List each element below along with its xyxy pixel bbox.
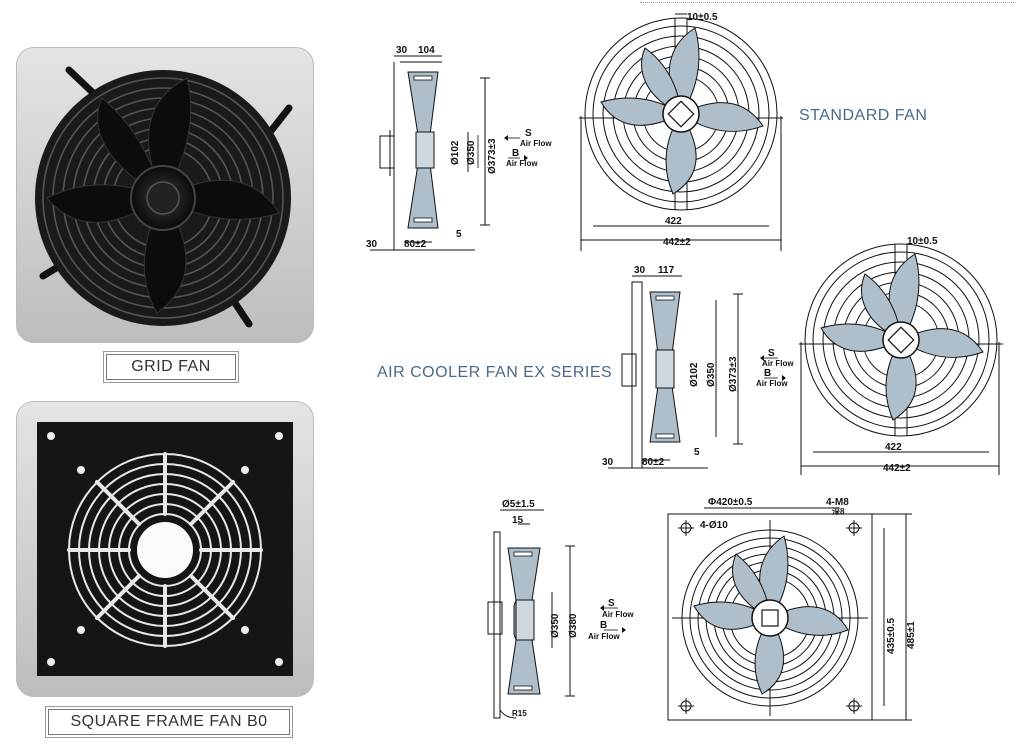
dim2-d350: Ø350 (706, 362, 717, 387)
dim3-d65: Ø5±1.5 (502, 499, 535, 510)
aircooler-front-blades (820, 253, 984, 421)
square-dim-d420: Φ420±0.5 (708, 497, 753, 508)
square-side-drawing: Ø5±1.5 15 Ø350 Ø380 S Air Flow B Air Flo… (487, 499, 634, 719)
square-fan-photo (16, 401, 314, 697)
airflow2-s: S (768, 348, 775, 359)
standard-fan-title: STANDARD FAN (799, 107, 928, 124)
square-fan-mount-holes (47, 432, 283, 666)
front1-dim-442: 442±2 (663, 237, 691, 248)
airflow-b: B (512, 148, 519, 159)
dim3-d350: Ø350 (550, 613, 561, 638)
square-front-mount-holes (678, 520, 862, 714)
dim2-80: 80±2 (642, 457, 665, 468)
grid-fan-illustration (35, 66, 293, 328)
square-fan-guard-spokes (67, 452, 263, 648)
square-dim-m8-depth: 深8 (832, 506, 845, 516)
standard-side-drawing: 30 104 Ø102 Ø350 Ø373±3 S Air Flow B Air… (366, 45, 552, 251)
dim-80: 80±2 (404, 239, 427, 250)
dim-104: 104 (418, 45, 435, 56)
airflow-s: S (525, 128, 532, 139)
dim-30-top: 30 (396, 45, 408, 56)
airflow-s-label: Air Flow (520, 139, 552, 148)
square-fan-caption: SQUARE FRAME FAN B0 (45, 706, 293, 738)
standard-front-drawing: 10±0.5 422 442±2 (579, 12, 783, 251)
front2-dim-442: 442±2 (883, 463, 911, 474)
airflow2-b-label: Air Flow (756, 379, 788, 388)
square-fan-illustration (37, 422, 293, 676)
aircooler-side-drawing: 30 117 Ø102 Ø350 Ø373±3 S Air Flow B Air… (602, 265, 794, 469)
dim3-r15: R15 (512, 709, 527, 718)
front2-dim-10: 10±0.5 (907, 236, 938, 247)
aircooler-front-drawing: 10±0.5 422 442±2 (799, 236, 1003, 475)
dim-5: 5 (456, 229, 462, 240)
dim-30-bottom: 30 (366, 239, 378, 250)
front1-dim-10: 10±0.5 (687, 12, 718, 23)
square-front-blades (693, 535, 849, 695)
airflow2-s-label: Air Flow (762, 359, 794, 368)
dim2-d373: Ø373±3 (728, 356, 739, 392)
dim2-30-bottom: 30 (602, 457, 614, 468)
airflow3-b: B (600, 620, 607, 631)
standard-front-blades (600, 27, 764, 195)
dim2-5: 5 (694, 447, 700, 458)
dim2-30-top: 30 (634, 265, 646, 276)
front1-dim-422: 422 (665, 216, 682, 227)
dim2-117: 117 (658, 265, 675, 276)
dim3-d380: Ø380 (568, 613, 579, 638)
airflow3-b-label: Air Flow (588, 632, 620, 641)
airflow2-b: B (764, 368, 771, 379)
airflow-b-label: Air Flow (506, 159, 538, 168)
top-dotted-rule (640, 2, 1016, 3)
front2-dim-422: 422 (885, 442, 902, 453)
square-dim-d10: 4-Ø10 (700, 520, 728, 531)
dim3-15: 15 (512, 515, 524, 526)
air-cooler-title: AIR COOLER FAN EX SERIES (377, 364, 613, 381)
dim2-d102: Ø102 (689, 362, 700, 387)
airflow3-s-label: Air Flow (602, 610, 634, 619)
square-dim-485: 485±1 (906, 621, 914, 649)
square-dim-435: 435±0.5 (886, 617, 897, 654)
dim-d373: Ø373±3 (487, 138, 498, 174)
square-dim-m8: 4-M8 (826, 497, 849, 508)
dim-d350: Ø350 (466, 140, 477, 165)
grid-fan-photo (16, 47, 314, 343)
square-front-drawing: Φ420±0.5 4-M8 深8 4-Ø10 435±0.5 485±1 (667, 497, 914, 721)
dim-d102: Ø102 (450, 140, 461, 165)
grid-fan-caption: GRID FAN (103, 351, 239, 383)
airflow3-s: S (608, 598, 615, 609)
